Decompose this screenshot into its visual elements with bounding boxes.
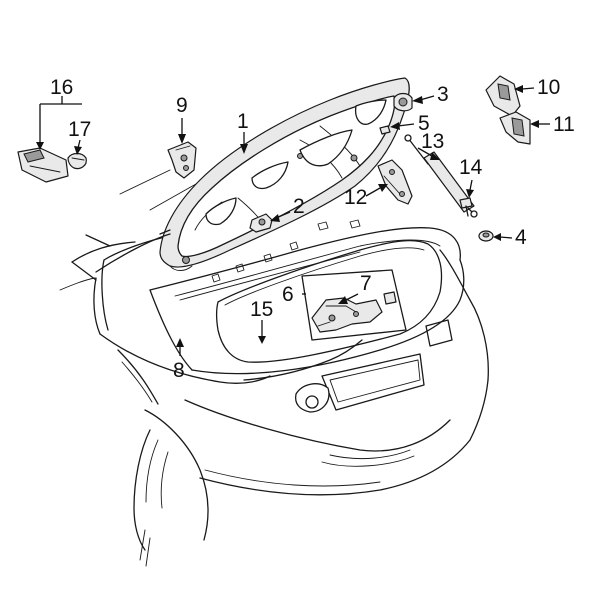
callout-1: 1 bbox=[237, 110, 249, 133]
callout-13: 13 bbox=[421, 130, 444, 153]
callout-14: 14 bbox=[459, 156, 483, 179]
callout-6: 6 bbox=[282, 283, 294, 306]
callout-arrows bbox=[36, 85, 550, 356]
trunk-opening bbox=[93, 219, 465, 384]
callout-2: 2 bbox=[293, 195, 305, 218]
strut-bracket bbox=[377, 159, 413, 205]
cover-lower bbox=[499, 111, 531, 145]
trunk-hinge bbox=[119, 141, 197, 211]
bolt bbox=[459, 197, 473, 217]
callout-11: 11 bbox=[553, 113, 575, 136]
callout-3: 3 bbox=[437, 83, 449, 106]
callout-7: 7 bbox=[360, 272, 372, 295]
callout-17: 17 bbox=[68, 118, 91, 141]
nut bbox=[379, 125, 391, 135]
callout-8: 8 bbox=[173, 359, 185, 382]
striker bbox=[393, 92, 413, 112]
callout-5: 5 bbox=[418, 112, 430, 135]
callout-10: 10 bbox=[537, 76, 560, 99]
license-lamp-assembly bbox=[17, 147, 87, 183]
release-cable bbox=[95, 229, 363, 381]
trunk-lid bbox=[159, 77, 410, 271]
callout-4: 4 bbox=[515, 226, 527, 249]
bumper-stop bbox=[249, 213, 273, 233]
callout-9: 9 bbox=[176, 94, 188, 117]
gas-strut bbox=[404, 134, 478, 218]
callout-15: 15 bbox=[250, 298, 273, 321]
grommet bbox=[478, 230, 494, 242]
callout-16: 16 bbox=[50, 76, 73, 99]
cover-upper bbox=[485, 75, 521, 117]
latch-box bbox=[301, 269, 407, 341]
callout-12: 12 bbox=[344, 186, 367, 209]
car-body bbox=[59, 234, 489, 567]
callout-numbers: 1 2 3 4 5 6 7 8 9 10 11 12 13 14 15 16 1… bbox=[50, 76, 575, 382]
